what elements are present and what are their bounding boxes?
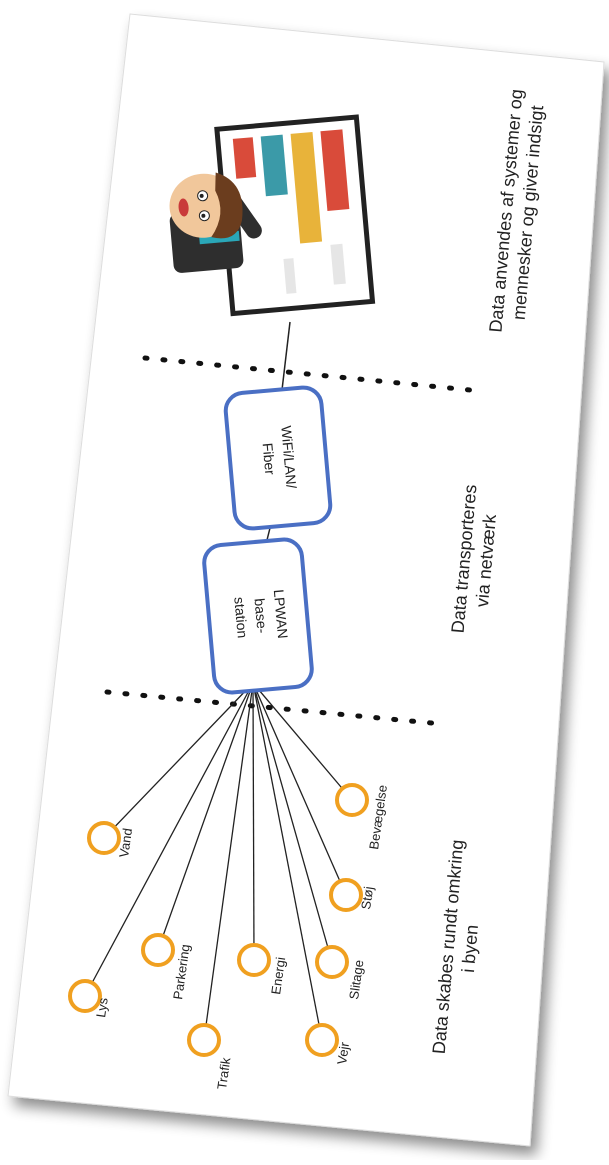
sensor-label-vejr: Vejr (334, 1040, 352, 1065)
sensor-label-energi: Energi (268, 956, 288, 995)
sensor-lys-icon (68, 979, 102, 1013)
sensor-stoj-icon (329, 878, 363, 912)
lpwan-label-1: LPWAN (271, 589, 291, 639)
link-lys (84, 682, 254, 997)
sensor-label-stoj: Støj (358, 885, 376, 910)
link-trafik (203, 682, 254, 1041)
sensor-slitage-icon (315, 945, 349, 979)
sensor-label-slitage: Slitage (346, 959, 366, 1000)
wifi-lan-fiber-box: WiFi/LAN/ Fiber (223, 385, 333, 531)
link-vejr (252, 682, 323, 1041)
separator-top (142, 355, 473, 393)
link-presenter-wifi (281, 321, 291, 391)
link-vand (103, 682, 254, 839)
sensor-label-lys: Lys (93, 996, 111, 1018)
link-bevaegelse (252, 682, 353, 801)
sensor-nodes: LysVandParkeringTrafikEnergiVejrSlitageS… (68, 783, 390, 1090)
sensor-energi-icon (237, 943, 271, 977)
wifi-label-2: Fiber (260, 442, 279, 476)
link-stoj (252, 682, 347, 896)
wifi-label-1: WiFi/LAN/ (278, 425, 299, 489)
sensor-vejr-icon (305, 1023, 339, 1057)
lpwan-box: LPWAN base- station (202, 537, 314, 695)
link-parkering (157, 682, 254, 951)
sensor-label-vand: Vand (116, 827, 135, 858)
sensor-vand-icon (87, 821, 121, 855)
sensor-lines (84, 682, 353, 1041)
separator-bottom (104, 689, 445, 727)
lpwan-label-3: station (231, 596, 251, 638)
sensor-trafik-icon (187, 1023, 221, 1057)
caption-created-line-2: i byen (458, 924, 482, 974)
link-energi (252, 682, 255, 961)
link-slitage (252, 682, 333, 963)
sensor-label-trafik: Trafik (214, 1056, 233, 1090)
presenter-with-bar-chart-icon (169, 114, 376, 317)
sensor-bevaegelse-icon (335, 783, 369, 817)
sensor-parkering-icon (141, 933, 175, 967)
lpwan-label-2: base- (251, 598, 270, 635)
